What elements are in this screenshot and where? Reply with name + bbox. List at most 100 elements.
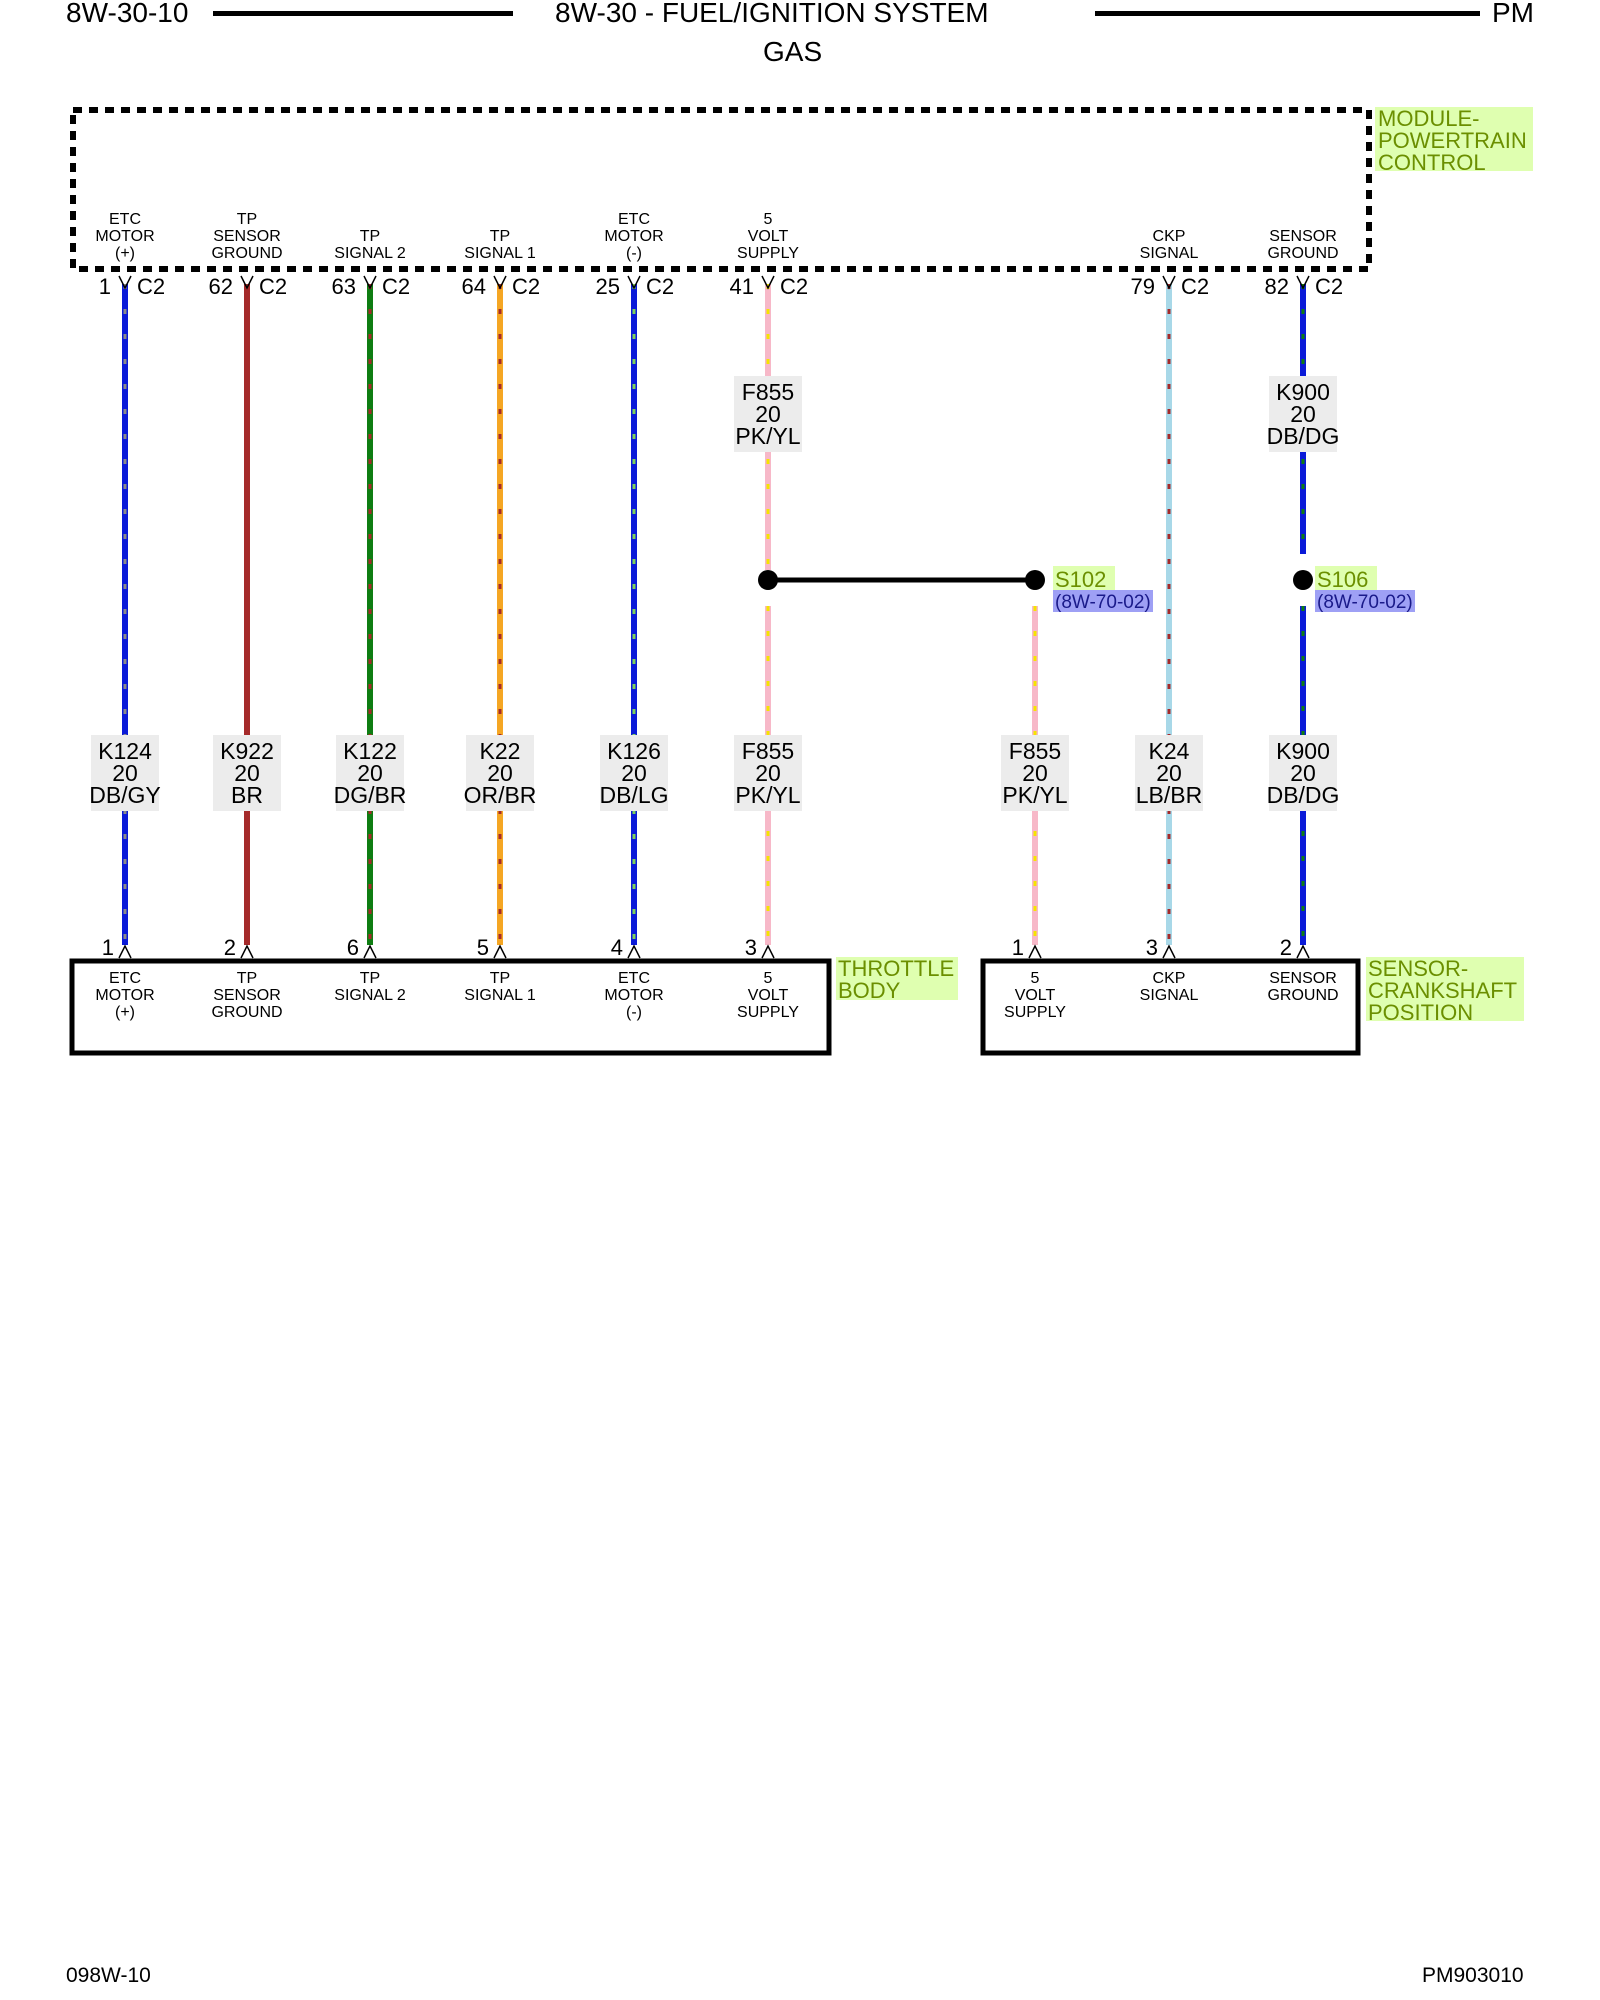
pcm-pin-label: MOTOR (604, 228, 663, 245)
wire-label-2-bg (336, 735, 404, 811)
throttle_pins-pin-label: SENSOR (213, 987, 281, 1004)
pcm-connector-id: C2 (1181, 274, 1209, 299)
throttle-label-line: THROTTLE (838, 956, 954, 981)
wire-label-8-color: DB/DG (1267, 782, 1340, 808)
wire-label-2-color: DG/BR (334, 782, 407, 808)
pcm-pin-label: VOLT (748, 228, 789, 245)
pcm-pin-terminal-icon (118, 275, 132, 290)
wire-label-4-bg (600, 735, 668, 811)
wire-label-5-circuit: F855 (742, 738, 794, 764)
pcm-connector-id: C2 (512, 274, 540, 299)
pcm-pin-label: SUPPLY (737, 245, 799, 262)
wire-label-2-gauge: 20 (357, 760, 383, 786)
pcm-pin-label: (+) (115, 245, 135, 262)
throttle_pins-pin-label: ETC (618, 970, 650, 987)
wire-label-k900-upper-gauge: 20 (1290, 401, 1316, 427)
pcm-connector-id: C2 (382, 274, 410, 299)
throttle_pins-pin-label: 5 (764, 970, 773, 987)
wire-label-f855-upper-circuit: F855 (742, 379, 794, 405)
wire-label-1-circuit: K922 (220, 738, 274, 764)
wire-label-5-gauge: 20 (755, 760, 781, 786)
ckp_pins-pin-label: GROUND (1267, 987, 1338, 1004)
pcm-connector-id: C2 (780, 274, 808, 299)
wire-label-7-color: LB/BR (1136, 782, 1202, 808)
wire-label-k900-upper-color: DB/DG (1267, 423, 1340, 449)
throttle-label-line: BODY (838, 978, 901, 1003)
ckp-label-line: CRANKSHAFT (1368, 978, 1517, 1003)
throttle_pins-terminal-icon (118, 944, 132, 959)
throttle_pins-pin-label: MOTOR (95, 987, 154, 1004)
ckp_pins-terminal-icon (1296, 944, 1310, 959)
header-rule-left (213, 11, 513, 16)
wire-label-7-gauge: 20 (1156, 760, 1182, 786)
wire-label-f855-upper-color: PK/YL (735, 423, 800, 449)
ckp-label-line: SENSOR- (1368, 956, 1468, 981)
pcm-pin-label: ETC (618, 211, 650, 228)
throttle_pins-pin-label: (-) (626, 1004, 642, 1021)
page-model: PM (1492, 0, 1534, 28)
wire-label-5-color: PK/YL (735, 782, 800, 808)
wire-label-4-gauge: 20 (621, 760, 647, 786)
pcm-module-box (70, 107, 1372, 272)
throttle_pins-pin-label: SIGNAL 1 (464, 987, 536, 1004)
wire-label-1-gauge: 20 (234, 760, 260, 786)
ckp_pins-pin-number: 2 (1280, 935, 1292, 960)
splice-ref-bg (1053, 590, 1153, 612)
pcm-pin-label: MOTOR (95, 228, 154, 245)
splice-ref: (8W-70-02) (1055, 592, 1151, 613)
pcm-pin-label: SIGNAL 1 (464, 245, 536, 262)
pcm-label-line: POWERTRAIN (1378, 128, 1527, 153)
wire-label-8-gauge: 20 (1290, 760, 1316, 786)
pcm-pin-number: 41 (730, 274, 754, 299)
throttle_pins-terminal-icon (363, 944, 377, 959)
splice-ref-bg (1315, 590, 1415, 612)
pcm-pin-terminal-icon (761, 275, 775, 290)
throttle_pins-pin-label: (+) (115, 1004, 135, 1021)
wire-label-5-bg (734, 735, 802, 811)
wire-label-f855-upper-bg (734, 376, 802, 452)
header-rule-right (1095, 11, 1480, 16)
pcm-pin-label: SENSOR (213, 228, 281, 245)
wire-label-0-color: DB/GY (89, 782, 161, 808)
splice-id: S106 (1317, 567, 1368, 592)
throttle_pins-pin-label: SUPPLY (737, 1004, 799, 1021)
pcm-pin-terminal-icon (493, 275, 507, 290)
wire-label-4-circuit: K126 (607, 738, 661, 764)
wire-label-0-circuit: K124 (98, 738, 152, 764)
ckp_pins-pin-label: 5 (1031, 970, 1040, 987)
pcm-pin-label: GROUND (1267, 245, 1338, 262)
pcm-connector-id: C2 (137, 274, 165, 299)
pcm-pin-number: 63 (332, 274, 356, 299)
ckp-label-bg (1366, 957, 1524, 1021)
pcm-label: MODULE- POWERTRAIN CONTROL (1378, 106, 1533, 175)
ckp_pins-pin-number: 3 (1146, 935, 1158, 960)
footer-page-ref: 098W-10 (66, 1964, 151, 1987)
wire-label-2-circuit: K122 (343, 738, 397, 764)
pcm-pin-number: 62 (209, 274, 233, 299)
splice-dot-s102-a (758, 570, 778, 590)
throttle-label-bg (836, 957, 958, 1000)
wire-label-8-bg (1269, 735, 1337, 811)
wire-label-4-color: DB/LG (599, 782, 668, 808)
throttle_pins-pin-label: TP (360, 970, 380, 987)
throttle_pins-terminal-icon (493, 944, 507, 959)
wires-group (122, 284, 1306, 945)
page-subtitle: GAS (763, 36, 823, 67)
pcm-pin-number: 25 (596, 274, 620, 299)
ckp-label: SENSOR- CRANKSHAFT POSITION (1368, 956, 1523, 1025)
pcm-pin-label: GROUND (211, 245, 282, 262)
pcm-pin-number: 79 (1131, 274, 1155, 299)
throttle_pins-pin-label: TP (237, 970, 257, 987)
throttle_pins-pin-label: GROUND (211, 1004, 282, 1021)
throttle_pins-pin-label: SIGNAL 2 (334, 987, 406, 1004)
splice-id-bg (1053, 566, 1115, 590)
splices: S102(8W-70-02)S106(8W-70-02) (758, 566, 1415, 613)
ckp_pins-pin-label: SIGNAL (1140, 987, 1199, 1004)
ckp_pins-terminal-icon (1162, 944, 1176, 959)
ckp_pins-pin-label: SUPPLY (1004, 1004, 1066, 1021)
ckp_pins-pin-label: SENSOR (1269, 970, 1337, 987)
pcm-label-line: CONTROL (1378, 150, 1486, 175)
wire-label-3-gauge: 20 (487, 760, 513, 786)
throttle_pins-pin-label: ETC (109, 970, 141, 987)
